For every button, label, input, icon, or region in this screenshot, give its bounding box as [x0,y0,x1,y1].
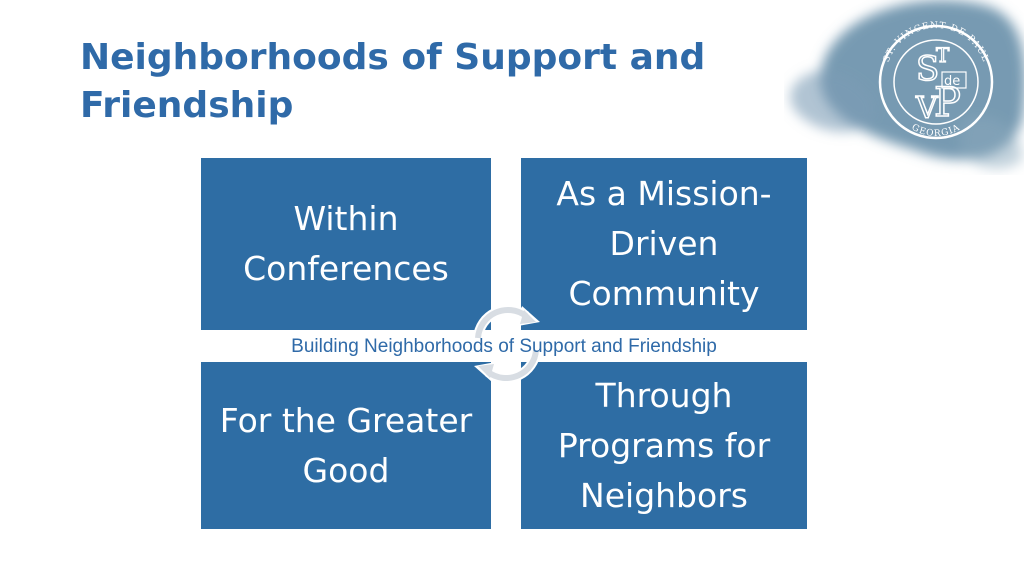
logo-letter-p: P [934,80,961,126]
box-programs-for-neighbors: Through Programs for Neighbors [521,362,807,529]
box-label: As a Mission-Driven Community [556,174,772,313]
logo-letter-s: S [916,49,939,89]
logo-letter-v: V [915,91,939,126]
box-mission-driven-community: As a Mission-Driven Community [521,158,807,330]
box-label: Through Programs for Neighbors [557,375,771,515]
center-label: Building Neighborhoods of Support and Fr… [291,336,717,357]
box-within-conferences: Within Conferences [201,158,491,330]
watercolor-splash [790,0,1024,169]
box-label: Within Conferences [243,199,449,288]
logo-letter-t: T [936,43,950,67]
svdp-logo: ST. VINCENT DE PAUL GEORGIA S T V P de [790,0,1024,169]
logo-letters-de: de [944,74,960,89]
box-label: For the Greater Good [219,400,473,490]
slide-title: Neighborhoods of Support and Friendship [80,37,706,126]
box-greater-good: For the Greater Good [201,362,491,529]
cycle-arrows-icon [473,305,541,383]
